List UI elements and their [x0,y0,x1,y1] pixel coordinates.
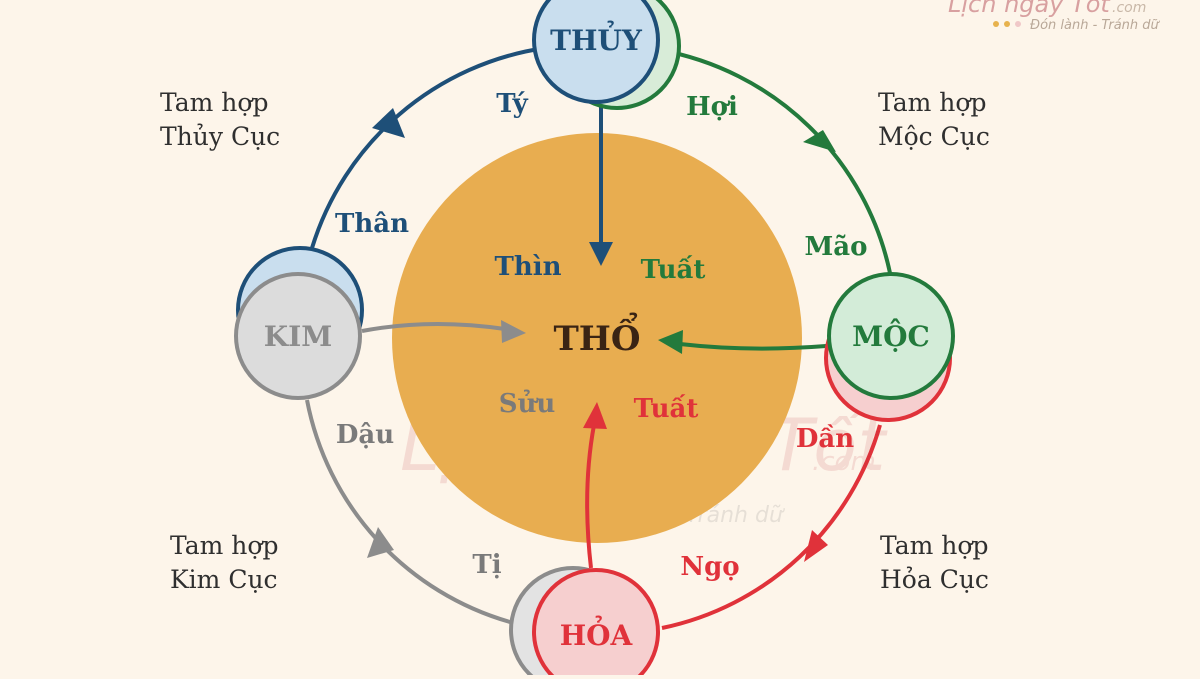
arrowhead-wood-earth [658,330,683,354]
arrow-wood-to-earth [679,342,827,351]
branch-dan: Dần [796,424,854,454]
watermark-domain: .com [812,447,876,477]
logo-dot-icon [1004,21,1010,27]
group-metal-line2: Kim Cục [170,565,278,594]
node-fire: HỎA [509,566,660,679]
arrowhead-fire-ring [804,530,828,562]
arrowhead-fire-earth [583,402,607,429]
logo-dot-icon [993,21,999,27]
branch-mao: Mão [805,232,868,262]
logo-dot-icon [1015,21,1021,27]
node-fire-label: HỎA [560,615,634,652]
branch-hoi: Hợi [686,92,738,122]
arrow-fire-to-earth [585,424,596,569]
arrowhead-water-ring [372,108,405,138]
logo-domain: .com [1112,0,1146,16]
arrowhead-metal-ring [367,527,394,558]
node-water-label: THỦY [550,20,643,57]
group-wood-line1: Tam hợp [878,88,986,117]
group-water: Tam hợp Thủy Cục [160,88,280,151]
branch-ngo: Ngọ [680,552,739,582]
ring-arc-water [310,46,546,249]
earth-branch-suu: Sửu [499,389,556,419]
group-metal-line1: Tam hợp [170,531,278,560]
earth-branch-tuat-green: Tuất [641,254,706,285]
arrowhead-wood-ring [803,130,836,152]
group-metal: Tam hợp Kim Cục [170,531,278,594]
node-metal: KIM [234,246,364,400]
node-water: THỦY [532,0,681,110]
group-water-line1: Tam hợp [160,88,268,117]
group-wood: Tam hợp Mộc Cục [878,88,990,151]
branch-than: Thân [335,209,409,239]
earth-branch-tuat-red: Tuất [634,393,699,424]
node-wood: MỘC [824,272,955,422]
branch-ty: Tý [496,89,528,119]
group-fire: Tam hợp Hỏa Cục [880,531,989,594]
group-water-line2: Thủy Cục [160,122,280,151]
site-logo[interactable]: Lịch ngày Tốt .com Đón lành - Tránh dữ [948,0,1161,33]
earth-circle [392,133,802,543]
earth-label: THỔ [553,312,640,359]
group-wood-line2: Mộc Cục [878,122,990,151]
ring-arc-wood [659,48,892,274]
arrowhead-water-earth [589,242,613,266]
branch-dau: Dậu [336,420,394,450]
group-fire-line2: Hỏa Cục [880,565,989,594]
arrow-metal-to-earth [361,321,506,333]
logo-tagline: Đón lành - Tránh dữ [1030,18,1161,33]
node-wood-label: MỘC [852,318,930,353]
logo-brand: Lịch ngày Tốt [948,0,1111,18]
earth-branch-thin: Thìn [494,252,561,282]
arrowhead-metal-earth [501,320,526,343]
branch-ti: Tị [472,550,501,580]
ring-arc-fire [661,424,882,630]
node-metal-label: KIM [264,320,332,353]
group-fire-line1: Tam hợp [880,531,988,560]
